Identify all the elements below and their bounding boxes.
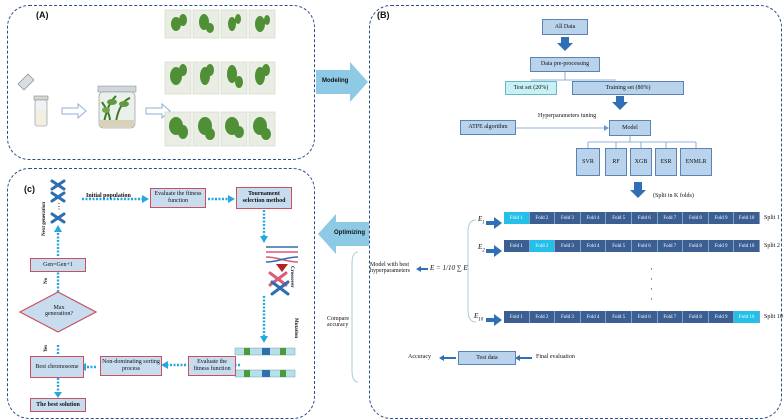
fold-cell: Fold 7 [657,212,684,224]
fold-cell: Fold 8 [683,311,709,323]
ellipsis-dot-1: · [650,264,653,274]
flow-arrows [56,197,266,392]
yes-label: Yes [44,344,49,352]
max-generation-label: Max generation? [45,305,73,317]
fold-cell: Fold 9 [708,240,735,252]
modeling-label: Modeling [322,78,349,84]
next-generation-label: Next generation [42,201,47,236]
best-model-label: Model with best hyperparameters [370,262,410,274]
final-evaluation-label: Final evaluation [536,354,575,360]
fold-cell: Fold 10 [734,311,760,323]
non-dominating-box: Non-dominating sorting process [100,356,162,376]
fold-cell: Fold 5 [606,311,632,323]
fold-cell: Fold 2 [529,212,556,224]
e2-label: E2 [478,243,485,254]
fold-cell: Fold 1 [504,311,530,323]
test-set-box: Test set (20%) [505,81,557,95]
all-data-box: All Data [542,19,588,35]
plant-leaves [169,14,271,140]
model-xgb: XGB [630,148,652,176]
split-10-label: Split 10 [764,314,783,320]
split-2-label: Split 2 [764,243,780,249]
jar-icon [33,95,49,127]
training-set-box: Training set (80%) [572,81,684,95]
fold-cell: Fold 9 [708,212,735,224]
fold-cell: Fold 7 [657,311,684,323]
fold-cell: Fold 2 [529,311,556,323]
fold-cell: Fold 6 [631,240,658,252]
fold-cell: Fold 7 [657,240,684,252]
initial-population-label: Initial population [86,193,131,199]
fold-cell: Fold 4 [580,240,607,252]
crossover-lines [265,246,299,263]
panel-c-tag: (c) [24,184,35,194]
optimizing-arrow [318,214,370,254]
process-arrow-1 [61,102,87,120]
model-rf: RF [605,148,627,176]
evaluate-fitness-box-1: Evaluate the fitness function [150,188,206,208]
fold-cell: Fold 4 [580,212,607,224]
fold-cell: Fold 5 [606,240,632,252]
split-k-label: (Split in K folds) [653,193,694,199]
fold-cell: Fold 3 [555,240,581,252]
modeling-arrow [316,62,368,102]
beaker-icon [17,73,35,91]
fold-cell: Fold 1 [504,212,530,224]
accuracy-label: Accuracy [408,354,431,360]
crossover-label: Crossover [289,266,294,288]
panel-a-tag: (A) [36,10,49,20]
formula-label: E = 1/10 ∑ E [430,264,468,272]
fold-cell: Fold 10 [734,212,760,224]
fold-cell: Fold 9 [708,311,735,323]
model-esr: ESR [655,148,677,176]
max-generation-diamond [18,291,98,333]
culture-vessel-icon [97,85,137,129]
ellipsis-dot-2: · [650,274,653,284]
evaluate-fitness-box-2: Evaluate the fitness function [188,356,236,376]
no-label: No [44,277,49,284]
gen-increment-box: Gen=Gen+1 [30,258,86,272]
fold-cell: Fold 8 [683,240,709,252]
model-box: Model [609,120,651,136]
split-1-label: Split 1 [764,215,780,221]
ellipsis-label: ⋮ [55,202,63,211]
test-data-box: Test data [458,351,516,365]
tournament-selection-box: Tournament selection method [236,187,292,209]
mutation-label: Mutation [293,318,298,338]
fold-cell: Fold 4 [580,311,607,323]
fold-cell: Fold 5 [606,212,632,224]
fold-cell: Fold 6 [631,311,658,323]
model-enmlr: ENMLR [680,148,712,176]
optimizing-label: Optimizing [334,230,365,236]
e10-label: E10 [474,312,484,323]
preprocessing-box: Data pre-processing [530,57,600,72]
best-solution-box: The best solution [30,398,86,412]
fold-cell: Fold 1 [504,240,530,252]
fold-cell: Fold 2 [529,240,556,252]
panel-b-tag: (B) [377,10,390,20]
ellipsis-dot-3: · [650,284,653,294]
best-chromosome-box: Best chromosome [30,356,84,378]
compare-accuracy-label: Compare accuracy [327,316,349,328]
ellipsis-dot-4: · [650,294,653,304]
e1-label: E1 [478,215,485,226]
tuning-label: Hyperparameters tuning [538,113,597,119]
fold-cell: Fold 8 [683,212,709,224]
fold-cell: Fold 3 [555,311,581,323]
chromosome-icon [50,179,290,296]
fold-cell: Fold 10 [734,240,760,252]
fold-cell: Fold 6 [631,212,658,224]
fold-cell: Fold 3 [555,212,581,224]
atpe-box: ATPE algorithm [460,120,516,135]
model-svr: SVR [576,148,600,176]
red-down-arrow [276,264,288,272]
gene-bars [234,347,296,378]
